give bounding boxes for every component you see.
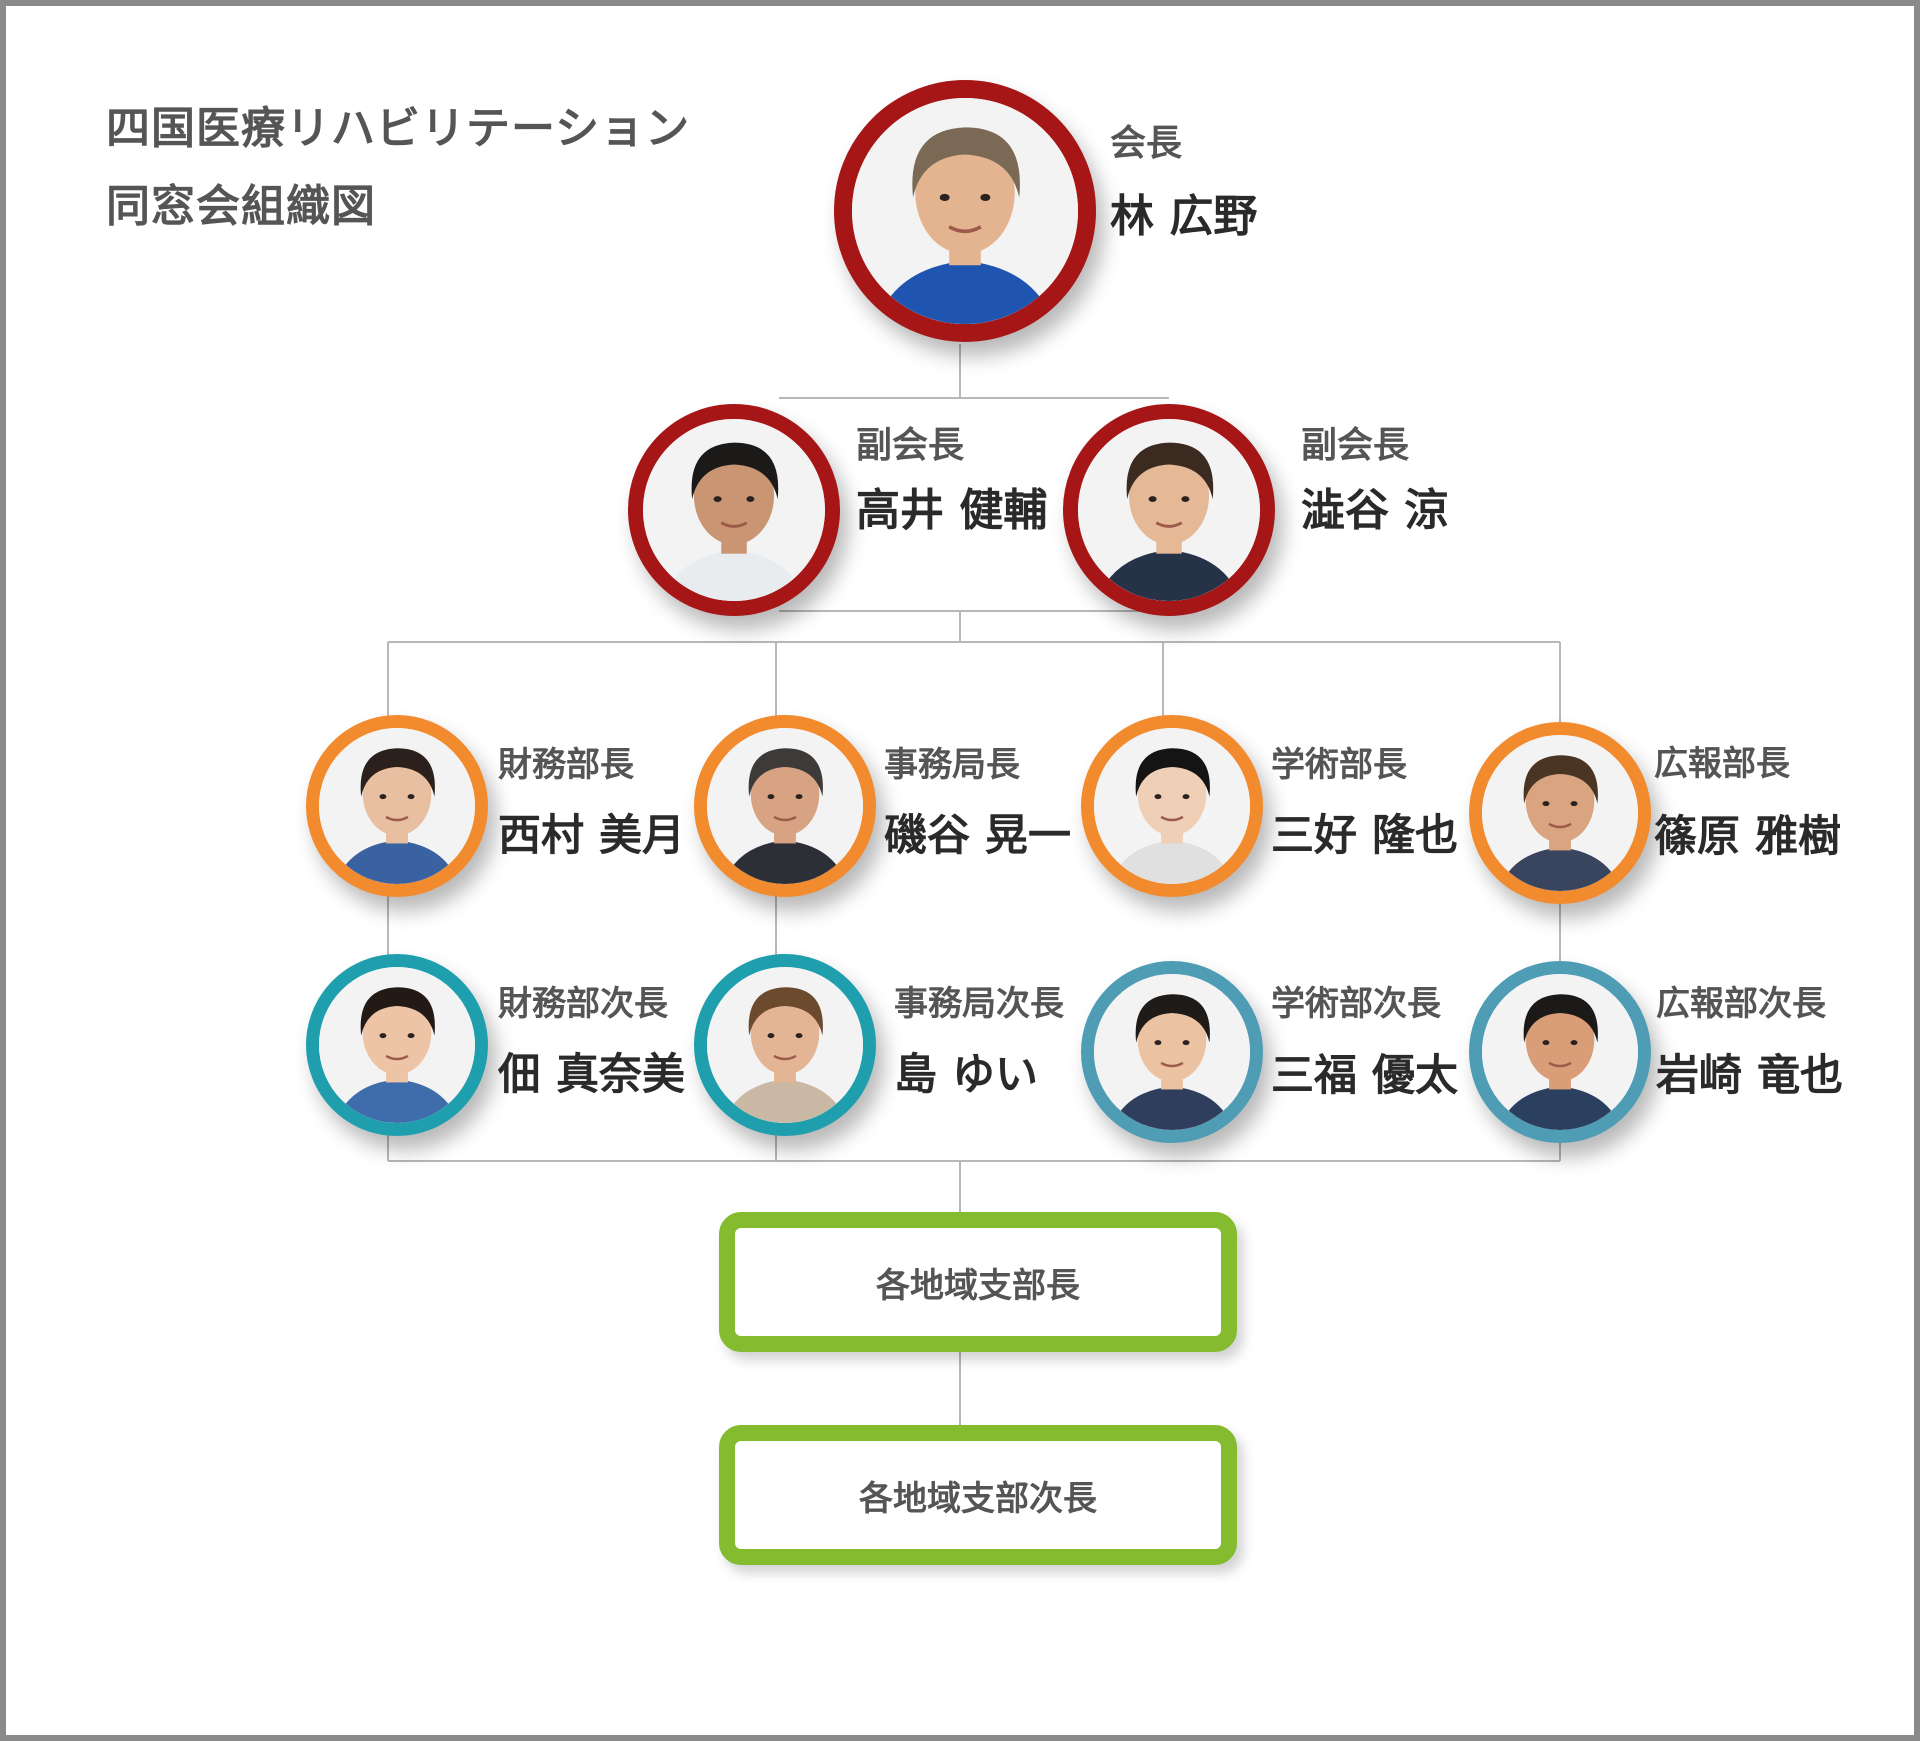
chart-title: 四国医療リハビリテーション 同窓会組織図 (106, 90, 690, 246)
portrait-photo (707, 967, 863, 1123)
role-label: 事務局次長 (894, 984, 1064, 1024)
role-label: 広報部長 (1654, 744, 1790, 784)
role-label: 学術部次長 (1271, 984, 1441, 1024)
role-label: 会長 (1110, 123, 1183, 164)
member-name: 林 広野 (1110, 191, 1258, 242)
role-label: 副会長 (856, 425, 965, 466)
portrait-photo (319, 967, 475, 1123)
portrait-photo (1094, 974, 1250, 1130)
member-name: 佃 真奈美 (498, 1050, 685, 1100)
portrait-avatar (852, 98, 1078, 324)
role-label: 財務部次長 (498, 984, 668, 1024)
portrait-photo (852, 98, 1078, 324)
portrait-avatar (1094, 728, 1250, 884)
photo-ring (694, 715, 876, 897)
portrait-avatar (1482, 974, 1638, 1130)
title-line-1: 四国医療リハビリテーション (106, 103, 691, 154)
member-name: 三福 優太 (1271, 1051, 1458, 1101)
photo-ring (306, 715, 488, 897)
portrait-avatar (1482, 735, 1638, 891)
photo-ring (306, 954, 488, 1136)
photo-ring (1469, 722, 1651, 904)
role-label: 広報部次長 (1656, 984, 1826, 1024)
portrait-avatar (643, 419, 825, 601)
portrait-avatar (319, 967, 475, 1123)
portrait-photo (707, 728, 863, 884)
photo-ring (628, 404, 840, 616)
role-label: 学術部長 (1271, 745, 1407, 785)
branch-deputy-box: 各地域支部次長 (719, 1425, 1237, 1565)
title-line-2: 同窓会組織図 (106, 181, 376, 232)
portrait-photo (1094, 728, 1250, 884)
member-name: 岩崎 竜也 (1656, 1051, 1843, 1101)
photo-ring (694, 954, 876, 1136)
portrait-avatar (319, 728, 475, 884)
portrait-avatar (1094, 974, 1250, 1130)
portrait-avatar (707, 967, 863, 1123)
portrait-photo (319, 728, 475, 884)
portrait-photo (1482, 735, 1638, 891)
photo-ring (1081, 715, 1263, 897)
photo-ring (1081, 961, 1263, 1143)
member-name: 西村 美月 (498, 811, 685, 861)
portrait-photo (643, 419, 825, 601)
photo-ring (834, 80, 1096, 342)
role-label: 財務部長 (498, 745, 634, 785)
role-label: 副会長 (1301, 425, 1410, 466)
role-label: 事務局長 (884, 745, 1020, 785)
member-name: 篠原 雅樹 (1654, 812, 1841, 862)
portrait-photo (1078, 419, 1260, 601)
member-name: 島 ゆい (894, 1050, 1038, 1100)
photo-ring (1469, 961, 1651, 1143)
portrait-photo (1482, 974, 1638, 1130)
portrait-avatar (1078, 419, 1260, 601)
member-name: 高井 健輔 (856, 485, 1048, 536)
member-name: 澁谷 涼 (1301, 485, 1449, 536)
member-name: 磯谷 晃一 (884, 811, 1071, 861)
photo-ring (1063, 404, 1275, 616)
portrait-avatar (707, 728, 863, 884)
branch-head-box: 各地域支部長 (719, 1212, 1237, 1352)
member-name: 三好 隆也 (1271, 811, 1458, 861)
